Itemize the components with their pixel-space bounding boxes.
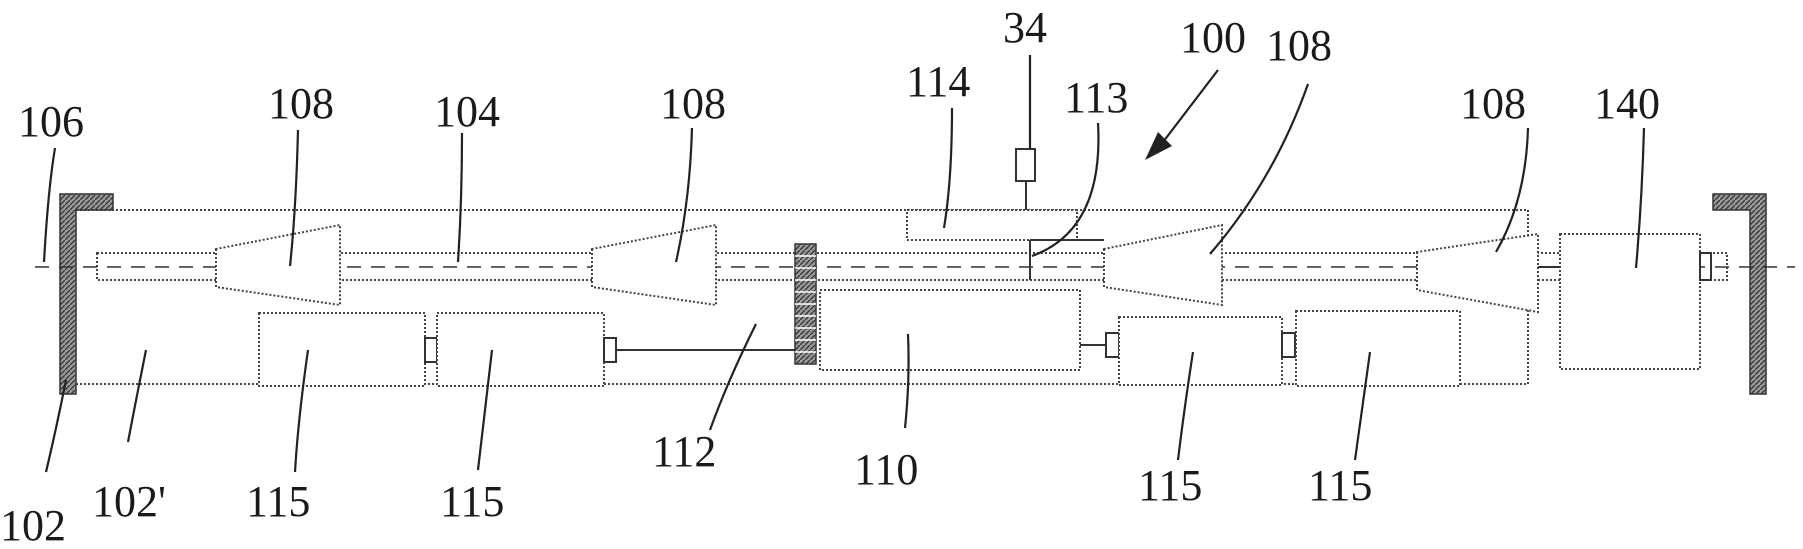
label-108c: 108 <box>1266 21 1332 70</box>
right-end-plate <box>1713 194 1766 394</box>
box-115-b <box>437 313 604 386</box>
label-108b: 108 <box>660 79 726 128</box>
box-115-a <box>259 313 425 386</box>
component-140-box <box>1560 234 1700 369</box>
leader-100 <box>1160 70 1218 146</box>
box-115-c <box>1119 317 1282 385</box>
box-115-d <box>1296 311 1460 386</box>
label-102: 102 <box>0 501 66 549</box>
label-102p: 102' <box>92 477 166 526</box>
label-115c: 115 <box>1138 461 1202 510</box>
label-34: 34 <box>1003 3 1047 52</box>
label-112: 112 <box>652 427 716 476</box>
label-104: 104 <box>434 87 500 136</box>
label-100: 100 <box>1180 13 1246 62</box>
leader-106 <box>44 148 55 262</box>
label-110: 110 <box>854 445 918 494</box>
label-115b: 115 <box>440 477 504 526</box>
leader-102 <box>46 380 66 472</box>
label-114: 114 <box>906 57 970 106</box>
label-108d: 108 <box>1460 79 1526 128</box>
label-115a: 115 <box>246 477 310 526</box>
label-106: 106 <box>18 97 84 146</box>
label-140: 140 <box>1594 79 1660 128</box>
component-114-box <box>907 210 1077 240</box>
sensor-34-box <box>1016 149 1035 181</box>
label-113: 113 <box>1064 73 1128 122</box>
motor-110-box <box>820 290 1080 370</box>
label-115d: 115 <box>1308 461 1372 510</box>
label-108a: 108 <box>268 79 334 128</box>
